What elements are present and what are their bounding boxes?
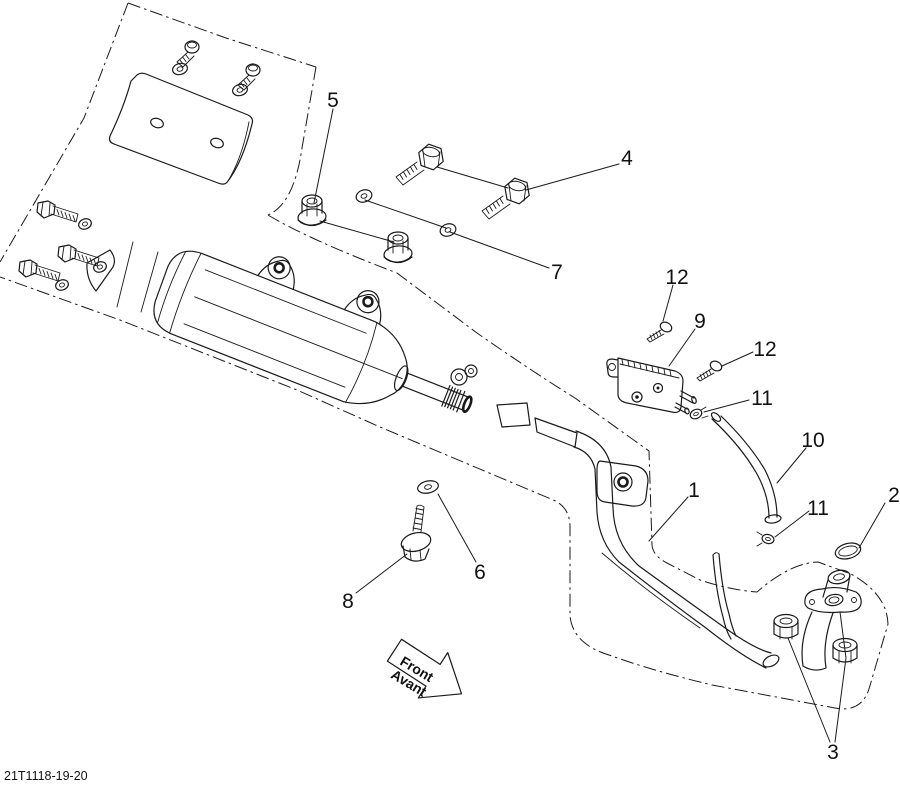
hose-clamp [689, 406, 709, 420]
exhaust-gasket [834, 542, 862, 560]
assembly-boundary-dashed [0, 2, 889, 710]
leader-line-9 [668, 328, 696, 367]
callout-12a: 12 [665, 266, 688, 289]
leader-line-11a [703, 399, 750, 413]
mount-bolt [57, 244, 100, 267]
leader-line-5 [313, 108, 395, 243]
exhaust-valve [606, 357, 697, 415]
callout-11a: 11 [751, 387, 773, 410]
callout-7: 7 [551, 261, 563, 284]
callout-12b: 12 [753, 338, 776, 361]
valve-screw [696, 360, 723, 382]
muffler-inlet-break [86, 241, 159, 313]
mount-washer [78, 218, 92, 230]
hex-bolt [481, 177, 530, 220]
drain-hose [710, 412, 782, 524]
hose-clamp [756, 531, 775, 547]
leader-line-7 [364, 199, 550, 269]
callout-5: 5 [327, 89, 339, 112]
valve-screw [646, 321, 673, 343]
muffler [153, 250, 473, 414]
leader-line-12a [662, 284, 674, 322]
shield-washer [172, 62, 188, 76]
callout-3: 3 [827, 741, 839, 764]
callout-labels: 5 4 7 12 9 12 11 10 1 11 2 6 8 3 [327, 89, 900, 764]
callout-2: 2 [888, 484, 900, 507]
callout-1: 1 [688, 479, 700, 502]
mount-bolt [36, 200, 79, 223]
muffler-clamp [450, 364, 478, 386]
leader-line-8 [355, 553, 408, 594]
flange-bolt [400, 504, 432, 562]
callout-4: 4 [621, 147, 633, 170]
leader-line-2 [858, 502, 886, 549]
heat-shield-plate [108, 72, 254, 185]
hex-nut [773, 613, 799, 640]
mount-bolt [18, 259, 61, 282]
hex-bolt [395, 143, 444, 186]
flat-washer [439, 223, 457, 237]
flat-washer [417, 480, 439, 494]
leader-line-3 [787, 611, 847, 743]
shield-washer [232, 83, 248, 97]
mount-washer [55, 279, 69, 291]
callout-6: 6 [474, 561, 486, 584]
exhaust-flange [801, 569, 862, 671]
leader-line-4 [436, 163, 620, 191]
callout-9: 9 [694, 310, 706, 333]
exhaust-pipe [496, 402, 780, 669]
mount-washer [93, 261, 107, 273]
callout-11b: 11 [807, 497, 829, 520]
leader-line-1 [648, 496, 689, 542]
leader-line-11b [774, 510, 810, 538]
front-direction-arrow: Front Avant [386, 638, 463, 700]
leader-lines [313, 108, 886, 743]
leader-line-12b [721, 351, 754, 367]
shield-screw [237, 63, 261, 91]
leader-line-10 [776, 447, 807, 484]
drawing-code: 21T1118-19-20 [4, 769, 88, 783]
flat-washer [355, 189, 373, 203]
flange-nut [383, 231, 413, 264]
shield-screw [176, 40, 200, 68]
callout-10: 10 [801, 429, 824, 452]
callout-8: 8 [342, 590, 354, 613]
leader-line-6 [437, 493, 477, 563]
pipe-bracket [596, 460, 649, 507]
